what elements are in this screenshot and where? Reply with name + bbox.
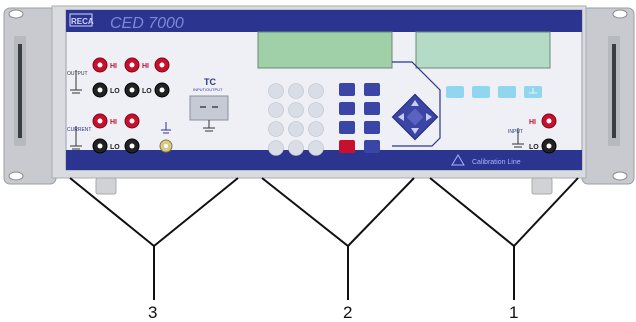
rack-hole-icon <box>612 171 628 181</box>
output-lo-jack-3[interactable] <box>154 82 170 98</box>
rack-hole-icon <box>612 9 628 19</box>
callout-number-1: 1 <box>509 303 518 322</box>
rack-hole-icon <box>8 171 24 181</box>
header-band <box>66 10 582 32</box>
key-minus[interactable] <box>268 140 284 156</box>
step-key[interactable] <box>364 83 380 96</box>
hi-label: HI <box>110 63 117 70</box>
tc-sublabel: INPUT/OUTPUT <box>193 87 223 92</box>
rack-hole-icon <box>8 9 24 19</box>
output-terminals: OUTPUT HI HI LO LO <box>67 57 170 98</box>
key-2[interactable] <box>288 121 304 137</box>
tc-socket[interactable] <box>189 95 229 121</box>
navigation-pad <box>391 61 441 147</box>
tc-connector: TC INPUT/OUTPUT <box>189 77 229 132</box>
output-lo-jack-2[interactable] <box>124 82 140 98</box>
soft-key-1[interactable] <box>446 86 464 98</box>
ground-terminal[interactable] <box>159 139 173 153</box>
display-secondary <box>415 31 551 69</box>
arrow-left-icon[interactable] <box>398 113 404 121</box>
red-key[interactable] <box>339 140 355 153</box>
callout-3-bracket <box>69 177 239 300</box>
ground-icon <box>161 122 171 134</box>
arrow-right-icon[interactable] <box>426 113 432 121</box>
current-hi-jack[interactable] <box>92 113 108 129</box>
delta-key[interactable] <box>339 83 355 96</box>
current-lo-jack[interactable] <box>92 138 108 154</box>
type-units-key[interactable] <box>364 102 380 115</box>
key-9[interactable] <box>308 83 324 99</box>
ground-icon <box>529 88 537 94</box>
lo-label: LO <box>529 144 539 151</box>
output-lo-jack-1[interactable] <box>92 82 108 98</box>
lo-label: LO <box>110 88 120 95</box>
callout-lines <box>69 177 579 300</box>
soft-key-2[interactable] <box>472 86 490 98</box>
warning-triangle-icon <box>451 154 465 166</box>
tc-label: TC <box>204 77 216 87</box>
key-4[interactable] <box>268 102 284 118</box>
brand-logo: RECA <box>71 17 94 26</box>
display-primary <box>257 31 393 69</box>
callout-number-3: 3 <box>148 303 157 322</box>
key-6[interactable] <box>308 102 324 118</box>
callout-2-bracket <box>261 177 415 300</box>
ground-fn-key[interactable] <box>339 121 355 134</box>
hi-label: HI <box>142 63 149 70</box>
output-hi-jack-3[interactable] <box>154 57 170 73</box>
lo-label: LO <box>142 88 152 95</box>
key-dot[interactable] <box>308 140 324 156</box>
key-1[interactable] <box>268 121 284 137</box>
output-label: OUTPUT <box>67 71 88 77</box>
hi-label: HI <box>529 119 536 126</box>
key-3[interactable] <box>308 121 324 137</box>
ce-key[interactable] <box>364 121 380 134</box>
output-hi-jack-2[interactable] <box>124 57 140 73</box>
input-hi-jack[interactable] <box>541 113 557 129</box>
foot-left <box>95 177 117 195</box>
current-hi-jack-2[interactable] <box>124 113 140 129</box>
current-lo-jack-2[interactable] <box>124 138 140 154</box>
input-lo-jack[interactable] <box>541 138 557 154</box>
current-terminals: CURRENT HI LO <box>67 113 173 154</box>
current-label: CURRENT <box>67 127 91 133</box>
enter-key[interactable] <box>364 140 380 153</box>
hi-label: HI <box>110 119 117 126</box>
arrow-up-icon[interactable] <box>411 100 419 106</box>
key-0[interactable] <box>288 140 304 156</box>
callout-1-bracket <box>429 177 579 300</box>
input-terminals: INPUT HI LO <box>508 113 557 154</box>
soft-key-shift[interactable] <box>498 86 516 98</box>
key-8[interactable] <box>288 83 304 99</box>
foot-right <box>531 177 553 195</box>
tc-sel-key[interactable] <box>339 102 355 115</box>
lo-label: LO <box>110 144 120 151</box>
function-keys <box>339 83 380 153</box>
arrow-down-icon[interactable] <box>411 128 419 134</box>
key-5[interactable] <box>288 102 304 118</box>
callout-number-2: 2 <box>343 303 352 322</box>
output-hi-jack-1[interactable] <box>92 57 108 73</box>
soft-keys <box>446 86 542 98</box>
rack-left-ear <box>3 7 57 185</box>
model-name: CED 7000 <box>110 15 184 32</box>
footer-label: Calibration Line <box>472 159 521 166</box>
key-7[interactable] <box>268 83 284 99</box>
numeric-keypad <box>268 83 324 156</box>
input-label: INPUT <box>508 129 523 135</box>
